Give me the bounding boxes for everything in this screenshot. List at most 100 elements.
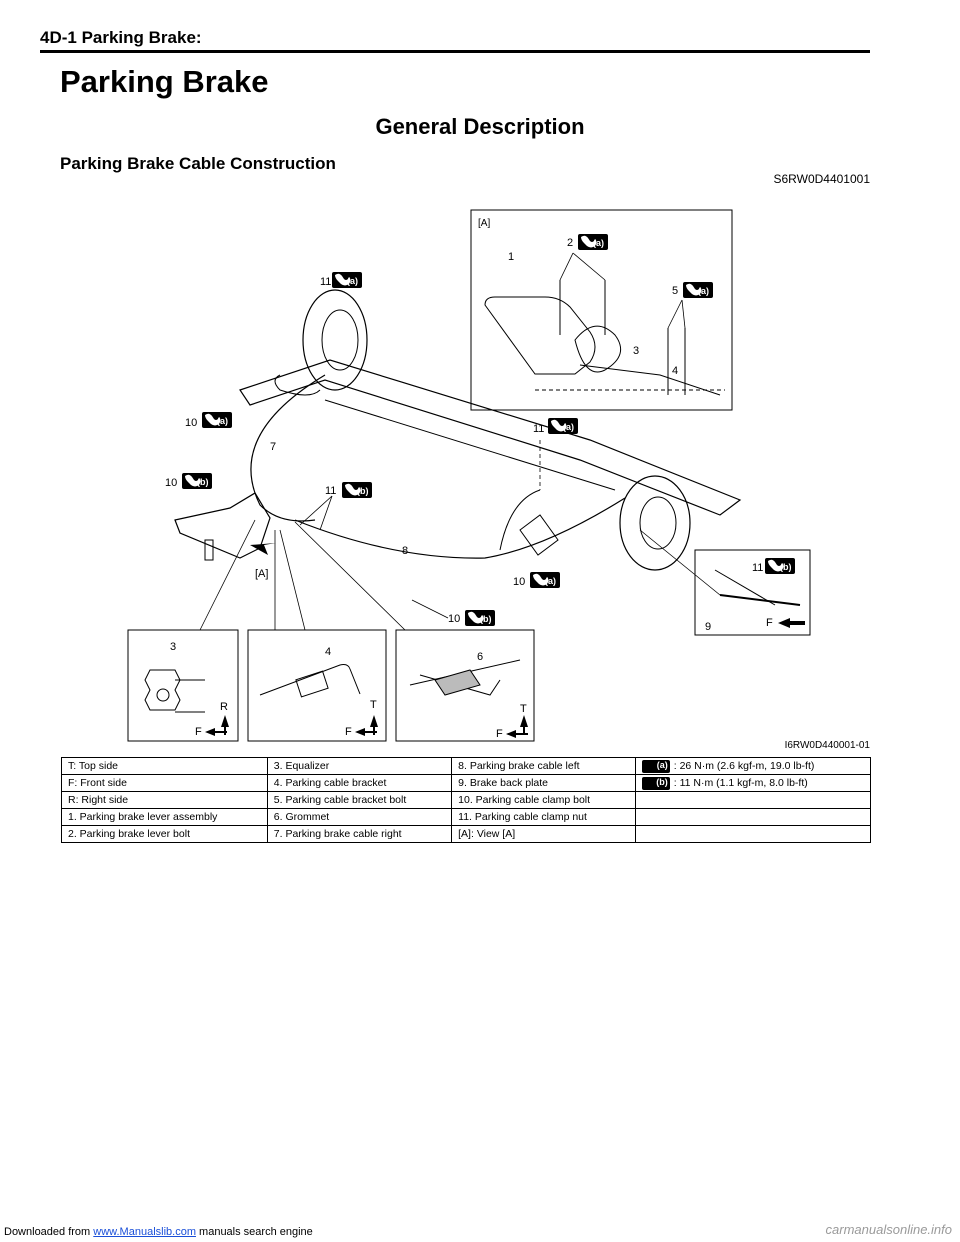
svg-text:(a): (a) [593,238,604,248]
torque-wrench-icon: (a) [641,759,670,773]
view-a-frame [470,209,733,411]
top-arrow-icon [520,715,528,735]
callout-9: 9 [705,621,711,633]
front-arrow-icon [355,728,377,736]
svg-text:(b): (b) [357,486,369,496]
legend-cell: [A]: View [A] [451,825,636,843]
callout-2: 2 [567,237,573,249]
svg-text:(a): (a) [698,286,709,296]
legend-cell: 9. Brake back plate [451,774,636,792]
legend-torque-cell: (a): 26 N·m (2.6 kgf-m, 19.0 lb-ft) [634,757,872,775]
callout-4: 4 [325,646,331,658]
svg-text:(b): (b) [197,477,209,487]
torque-wrench-icon: (a) [530,572,560,588]
svg-text:(a): (a) [563,422,574,432]
legend-cell: 1. Parking brake lever assembly [61,808,268,826]
legend-cell: T: Top side [61,757,268,775]
page-title: Parking Brake [60,64,269,99]
detail-box-4 [247,629,387,742]
callout-11: 11 [533,423,544,435]
dir-front-label: F [195,726,202,738]
torque-value: : 11 N·m (1.1 kgf-m, 8.0 lb-ft) [673,776,808,789]
top-arrow-icon [370,715,378,735]
legend-cell: 6. Grommet [266,808,453,826]
svg-text:(a): (a) [347,276,358,286]
dir-front-label: F [345,726,352,738]
detail-box-3 [127,629,239,742]
svg-text:(a): (a) [545,576,556,586]
callout-5: 5 [672,285,678,297]
torque-wrench-icon: (a) [202,412,232,428]
svg-text:(a): (a) [217,416,228,426]
torque-wrench-icon: (a) [578,234,608,250]
torque-wrench-icon: (b) [465,610,495,626]
view-a-label: [A] [478,218,490,229]
legend-torque-cell: (b): 11 N·m (1.1 kgf-m, 8.0 lb-ft) [634,774,872,792]
legend-cell: 8. Parking brake cable left [451,757,636,775]
legend-torque-cell [634,808,872,826]
legend-cell: 2. Parking brake lever bolt [61,825,268,843]
chassis-frame [239,359,742,516]
footer-prefix: Downloaded from [4,1226,94,1238]
dir-front-label: F [496,728,503,740]
callout-11: 11 [325,485,336,497]
callout-11: 11 [320,276,331,288]
callout-3: 3 [633,345,639,357]
callout-7: 7 [270,441,276,453]
dir-top-label: T [370,699,377,711]
callout-10: 10 [165,477,177,489]
parking-brake-diagram: [A] 1 2 (a) 5 (a) 3 4 [A] 11 (a) 10 (a) … [127,209,811,742]
legend-torque-cell [634,825,872,843]
document-code: S6RW0D4401001 [773,172,870,186]
callout-1: 1 [508,251,514,263]
callout-6: 6 [477,651,483,663]
front-arrow-icon [778,618,805,628]
legend-cell: 3. Equalizer [266,757,453,775]
dir-top-label: T [520,703,527,715]
callout-3: 3 [170,641,176,653]
svg-text:(b): (b) [480,614,492,624]
torque-value: : 26 N·m (2.6 kgf-m, 19.0 lb-ft) [673,759,815,772]
legend-cell: F: Front side [61,774,268,792]
dir-front-label: F [766,617,773,629]
legend-cell: 5. Parking cable bracket bolt [266,791,453,809]
watermark: carmanualsonline.info [825,1222,952,1237]
callout-10: 10 [185,417,197,429]
legend-cell: 7. Parking brake cable right [266,825,453,843]
right-arrow-icon [221,715,229,735]
torque-wrench-icon: (b) [765,558,795,574]
torque-wrench-icon: (a) [548,418,578,434]
footer-suffix: manuals search engine [195,1226,313,1238]
manualslib-link[interactable]: www.Manualslib.com [93,1226,196,1238]
torque-wrench-icon: (a) [332,272,362,288]
subsection-title: Parking Brake Cable Construction [60,154,336,173]
cable-left [294,497,626,559]
legend-cell: R: Right side [61,791,268,809]
parking-brake-lever [174,492,271,559]
legend-cell: 10. Parking cable clamp bolt [451,791,636,809]
callout-11: 11 [752,562,763,574]
front-arrow-icon [205,728,227,736]
footer-download-note: Downloaded from www.Manualslib.com manua… [4,1226,313,1238]
callout-8: 8 [402,545,408,557]
header-rule [40,50,870,53]
view-a-marker: [A] [255,568,268,580]
callout-10: 10 [448,613,460,625]
callout-10: 10 [513,576,525,588]
svg-text:(b): (b) [780,562,792,572]
torque-wrench-icon: (b) [641,776,670,790]
view-a-arrow-icon [250,543,276,555]
torque-wrench-icon: (b) [342,482,372,498]
section-title: General Description [375,114,585,139]
figure-id: I6RW0D440001-01 [784,740,870,751]
cable-right [250,374,326,522]
legend-torque-cell [634,791,872,809]
page-header-title: 4D-1 Parking Brake: [40,28,202,47]
dir-right-label: R [220,701,228,713]
callout-4: 4 [672,365,678,377]
